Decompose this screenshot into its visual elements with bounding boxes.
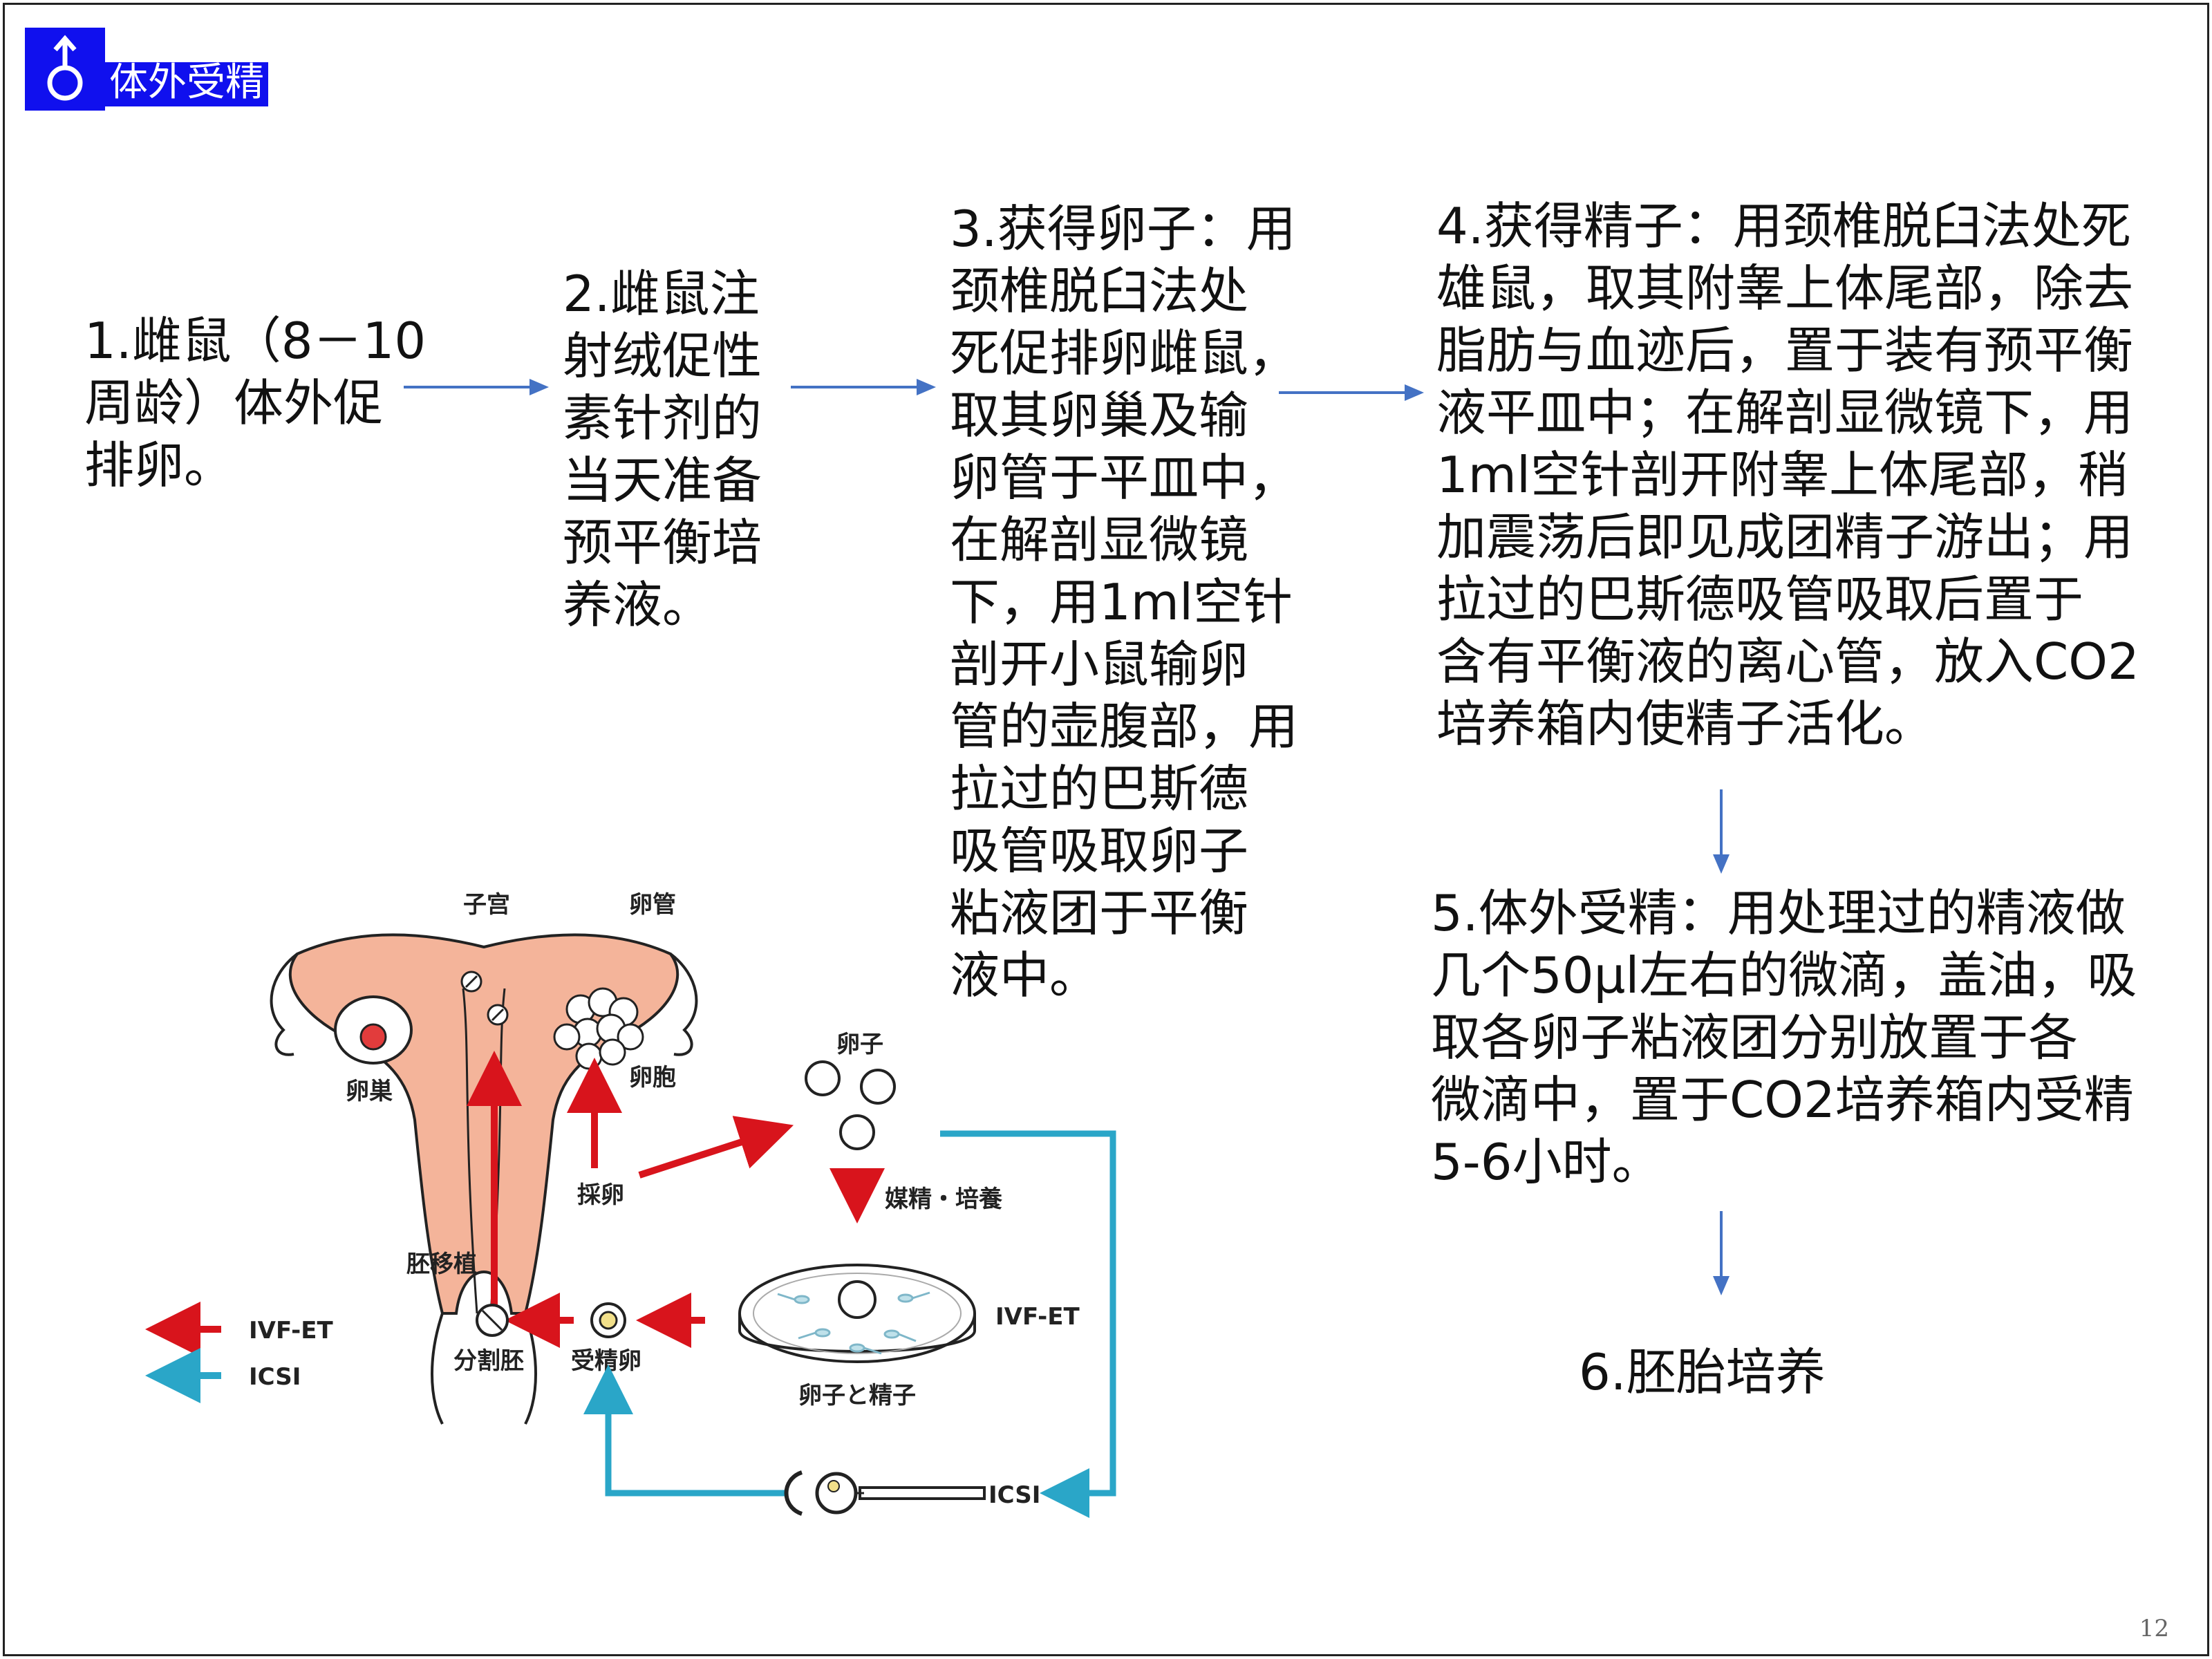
flow-arrow-5-6 [1713, 1211, 1730, 1295]
flow-arrow-1-2 [404, 379, 549, 395]
uterus-shape [288, 933, 679, 1315]
step-1-text: 1.雌鼠（8－10 周龄）体外促 排卵。 [84, 312, 427, 494]
label-insemination: 媒精・培養 [885, 1185, 1002, 1213]
legend-ivf-label: IVF-ET [249, 1317, 333, 1344]
label-oocyte: 卵子 [836, 1031, 883, 1058]
male-symbol-icon [25, 28, 105, 111]
step-2-text: 2.雌鼠注 射绒促性 素针剂的 当天准备 预平衡培 养液。 [563, 265, 762, 634]
page-title: 体外受精 [105, 62, 268, 106]
legend-icsi-label: ICSI [249, 1363, 301, 1391]
label-oviduct: 卵管 [629, 891, 676, 919]
flow-arrow-3-4 [1279, 384, 1424, 401]
header-badge: 体外受精 [25, 28, 268, 111]
oocytes [805, 1060, 896, 1150]
label-ovary: 卵巣 [346, 1078, 393, 1105]
slide-border [3, 3, 2209, 1656]
flow-arrow-4-5 [1713, 789, 1730, 874]
flow-arrow-2-3 [791, 379, 936, 395]
fertilized-egg-icon [590, 1302, 626, 1338]
page-number: 12 [2139, 1615, 2169, 1642]
icsi-path-left [583, 1365, 785, 1497]
label-cleavage-embryo: 分割胚 [453, 1347, 524, 1375]
icsi-path-right [940, 1130, 1116, 1518]
step-4-text: 4.获得精子：用颈椎脱臼法处死 雄鼠，取其附睾上体尾部，除去 脂肪与血迹后，置于… [1436, 197, 2139, 753]
uterus-illustration [270, 933, 698, 1425]
step-5-text: 5.体外受精：用处理过的精液做 几个50μl左右的微滴，盖油，吸 取各卵子粘液团… [1431, 884, 2137, 1191]
retrieval-to-oocyte-arrow [638, 1116, 794, 1179]
label-dish-method: IVF-ET [995, 1303, 1080, 1331]
diagram-legend: IVF-ET ICSI [145, 1302, 333, 1403]
label-icsi: ICSI [988, 1481, 1040, 1509]
cleavage-embryo-icon [476, 1304, 509, 1337]
icsi-micropipette-icon [784, 1470, 986, 1516]
label-embryo-transfer: 胚移植 [406, 1250, 477, 1278]
petri-dish [738, 1264, 976, 1363]
step-6-text: 6.胚胎培养 [1579, 1343, 1826, 1401]
ivf-icsi-diagram: 子宫 卵管 卵巣 卵胞 胚移植 採卵 卵子 媒精・培養 IVF-ET 卵子と精子 [145, 891, 1116, 1518]
label-follicle: 卵胞 [629, 1064, 676, 1091]
label-dish-caption: 卵子と精子 [798, 1382, 916, 1409]
label-uterus: 子宫 [463, 891, 510, 919]
label-egg-retrieval: 採卵 [577, 1181, 624, 1209]
label-fertilized-egg: 受精卵 [571, 1347, 641, 1375]
step-3-text: 3.获得卵子：用 颈椎脱臼法处 死促排卵雌鼠， 取其卵巢及输 卵管于平皿中， 在… [950, 200, 1299, 1004]
